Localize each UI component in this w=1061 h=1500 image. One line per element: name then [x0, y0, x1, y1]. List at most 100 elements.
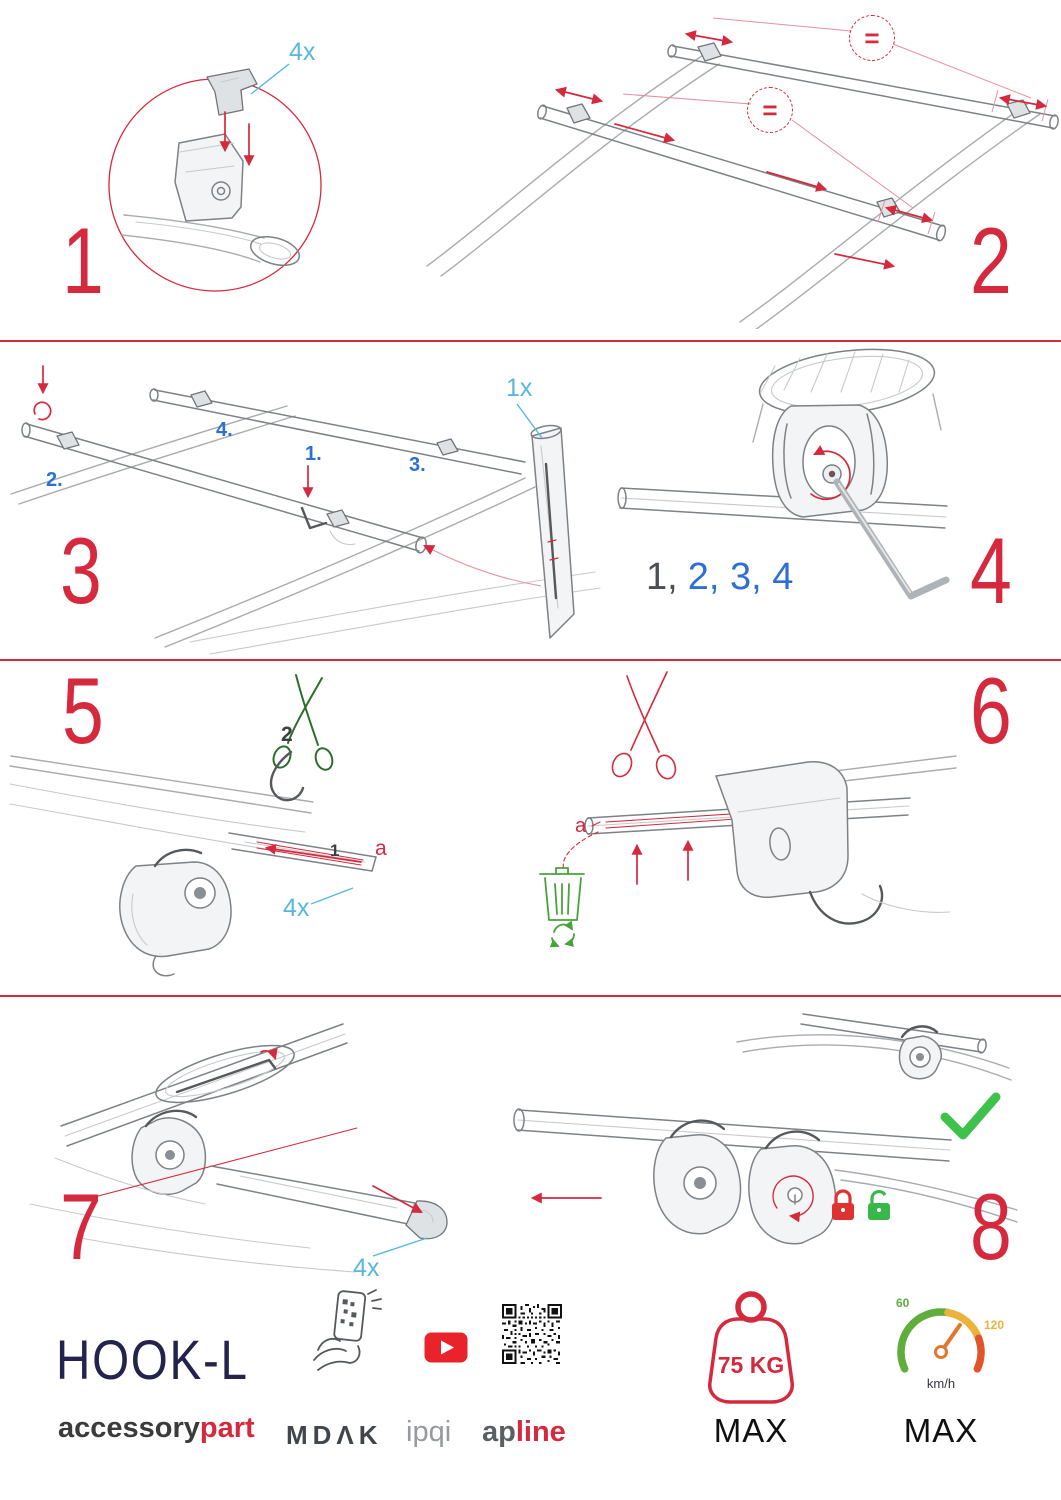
crossbar-back-drawing	[149, 388, 526, 475]
quantity-leader-line	[310, 887, 354, 905]
step-5-strap-letter: a	[375, 837, 387, 860]
step-2-illustration	[426, 17, 1059, 329]
weight-limit-value: 75 KG	[717, 1352, 785, 1378]
scissors-icon	[611, 671, 677, 780]
phone-qr-scan-icon	[313, 1289, 382, 1371]
lock-rotation-arrow	[772, 1175, 814, 1223]
tool-storage-leader	[423, 544, 542, 587]
section-divider-1	[0, 340, 1061, 342]
logo-ipqi: ipqi	[406, 1416, 452, 1448]
equal-spacing-badge-bottom: =	[747, 87, 793, 133]
step-4-number: 4	[970, 518, 1012, 623]
clamp-body-drawing	[174, 133, 244, 222]
bar-drawing	[513, 1108, 1018, 1223]
step-3-substep-2: 2.	[46, 469, 63, 491]
clamp-close-up-drawing	[771, 404, 889, 518]
step-6-strap-letter: a	[575, 815, 587, 837]
recycle-bin-icon	[539, 867, 585, 948]
strap-end-tick	[591, 821, 601, 827]
step-3-number: 3	[60, 518, 102, 623]
sequence-rest: 2, 3, 4	[687, 556, 794, 598]
section-divider-2	[0, 659, 1061, 661]
step-3-quantity-label: 1x	[506, 374, 533, 402]
step-6-illustration	[539, 671, 957, 948]
step-7-illustration	[29, 1023, 448, 1273]
hook-plate-drawing	[206, 68, 258, 116]
padlock-open-icon	[868, 1189, 890, 1220]
logo-mdak: MDΛK	[286, 1420, 383, 1450]
roof-bar-drawing	[121, 214, 301, 267]
crossbar-front-drawing	[21, 422, 427, 554]
step-4-tighten-sequence: 1,2, 3, 4	[646, 558, 793, 596]
step-3-substep-1: 1.	[305, 443, 322, 465]
step-3-substep-4: 4.	[216, 419, 233, 441]
hex-key-tool-drawing	[530, 424, 575, 639]
step-7-number: 7	[60, 1174, 102, 1279]
step-5-illustration	[9, 674, 377, 977]
step-3-illustration	[10, 365, 601, 655]
crossbar-front-drawing	[536, 103, 947, 242]
step-5-cut-order-label: 2	[281, 723, 293, 746]
step-6-number: 6	[970, 658, 1012, 763]
step-7-quantity-label: 4x	[353, 1254, 380, 1282]
speed-unit: km/h	[926, 1376, 956, 1391]
cap-insert-arrow	[372, 1185, 423, 1214]
brand-name-part2: part	[199, 1412, 255, 1444]
speed-max-label: MAX	[903, 1412, 979, 1449]
bar-end-drawing	[210, 1165, 416, 1225]
strap-loop-drawing	[269, 750, 305, 802]
step-2-number: 2	[970, 208, 1012, 313]
quantity-leader-line	[250, 63, 290, 95]
pull-strap-arrow	[264, 843, 362, 863]
logo-apline-part2: line	[515, 1416, 566, 1448]
step-8-number: 8	[970, 1174, 1012, 1279]
roof-rail-drawing	[9, 755, 314, 853]
foot-bracket-drawing	[715, 761, 951, 925]
scissors-icon	[272, 674, 334, 771]
sight-line	[82, 1127, 358, 1201]
bar-opening-drawing	[60, 1023, 348, 1147]
step-5-pull-order-label: 1	[330, 841, 340, 860]
equal-sign: =	[762, 94, 778, 125]
step-8-illustration	[513, 1013, 1018, 1245]
step-3-substep-3: 3.	[409, 454, 426, 476]
roof-rails-drawing	[10, 405, 601, 655]
step-4-illustration	[617, 348, 950, 600]
allen-key-drawing	[300, 506, 328, 530]
equal-spacing-badge-top: =	[849, 15, 895, 61]
tighten-rotation-arrow	[810, 445, 851, 501]
bar-end-drawing	[228, 832, 377, 872]
adjustment-arrows	[554, 30, 1048, 270]
step-1-quantity-label: 4x	[289, 38, 316, 66]
weight-max-label: MAX	[713, 1412, 789, 1449]
padlock-closed-icon	[832, 1189, 854, 1220]
roof-lines-drawing	[29, 1157, 356, 1273]
step-5-number: 5	[62, 658, 104, 763]
logo-apline: apline	[482, 1416, 566, 1449]
quantity-leader-line	[516, 403, 543, 439]
brand-name-part1: accessory	[58, 1412, 200, 1444]
speed-scale-high: 120	[984, 1318, 1005, 1332]
brand-logo: accessorypart	[58, 1414, 255, 1443]
clamp-right-drawing	[748, 1130, 837, 1245]
speedometer-icon	[897, 1308, 985, 1373]
equal-sign: =	[864, 22, 880, 53]
roof-rails-drawing	[426, 53, 1041, 329]
speed-scale-low: 60	[896, 1296, 910, 1310]
equal-spacing-leader-lines	[622, 17, 1049, 235]
youtube-icon	[424, 1332, 468, 1363]
clamp-left-drawing	[653, 1119, 742, 1235]
product-name: HOOK-L	[56, 1328, 249, 1391]
weight-limit-icon	[708, 1291, 794, 1404]
clamp-drawing	[131, 1109, 207, 1195]
logo-apline-part1: ap	[482, 1416, 516, 1448]
checkmark-icon	[940, 1092, 1001, 1140]
section-divider-3	[0, 995, 1061, 997]
qr-code-icon	[502, 1304, 562, 1364]
discard-leader-line	[562, 831, 599, 871]
step-1-illustration	[108, 63, 322, 292]
step-1-number: 1	[62, 208, 104, 313]
assembled-mini-scene-drawing	[736, 1013, 1012, 1081]
sequence-first: 1,	[646, 556, 678, 598]
